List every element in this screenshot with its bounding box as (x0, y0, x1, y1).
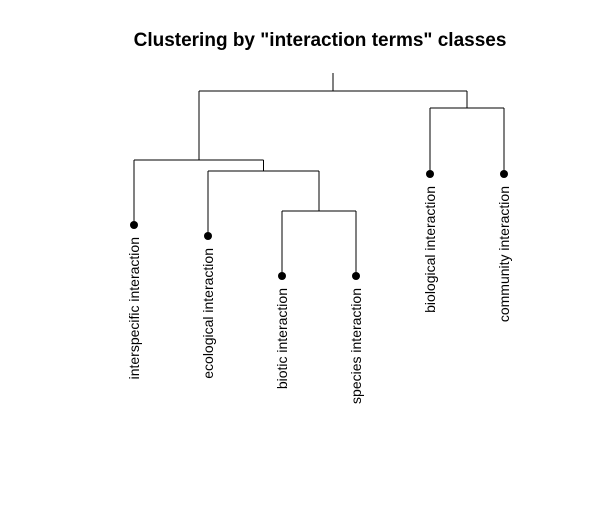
leaf-dot (204, 232, 212, 240)
leaf-label: community interaction (496, 186, 512, 322)
chart-title: Clustering by "interaction terms" classe… (134, 30, 507, 51)
leaf-dot (500, 170, 508, 178)
leaf-dot (130, 221, 138, 229)
leaf-label: species interaction (348, 288, 364, 404)
leaf-dot (426, 170, 434, 178)
leaf-dot (278, 272, 286, 280)
leaf-label: ecological interaction (200, 248, 216, 379)
leaf-dot (352, 272, 360, 280)
leaf-label: interspecific interaction (126, 237, 142, 379)
leaf-label: biological interaction (422, 186, 438, 313)
dendrogram-branches (133, 73, 505, 276)
dendrogram-leaves: interspecific interaction ecological inte… (126, 170, 512, 404)
leaf-label: biotic interaction (274, 288, 290, 389)
